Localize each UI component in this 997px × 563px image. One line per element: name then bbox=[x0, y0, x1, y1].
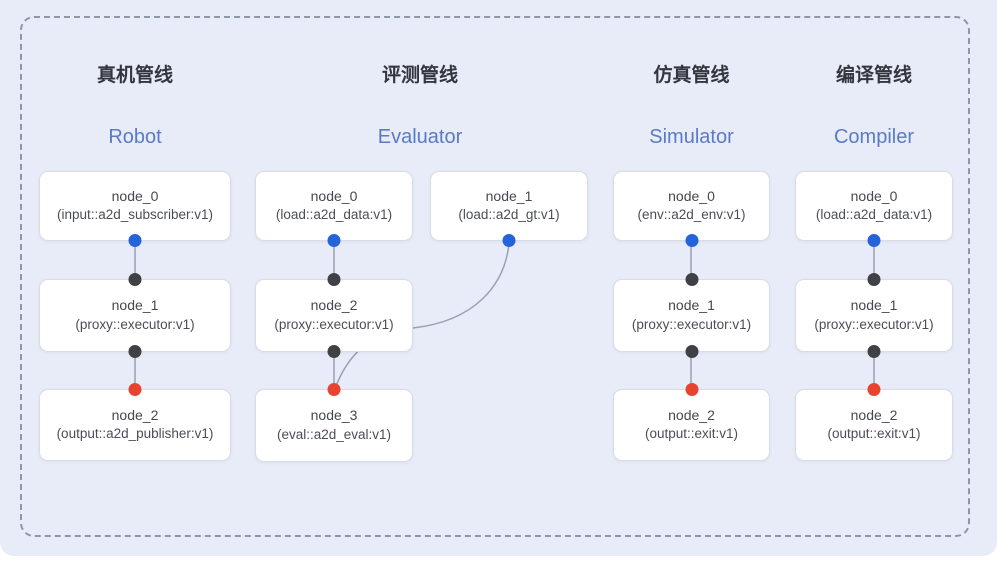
input-port-dot-red bbox=[867, 383, 881, 396]
output-port-dot-dark bbox=[128, 345, 142, 358]
node-title: node_2 bbox=[111, 406, 159, 423]
pipeline-title-en-evaluator: Evaluator bbox=[377, 126, 463, 148]
edge-evaluator-n1-n3-curve bbox=[335, 242, 510, 387]
input-port-dot-red bbox=[685, 383, 698, 396]
node-type: (proxy::executor:v1) bbox=[75, 316, 195, 332]
node-simulator-0: node_0 (env::a2d_env:v1) bbox=[613, 171, 770, 247]
pipeline-title-zh-evaluator: 评测管线 bbox=[381, 65, 458, 86]
input-port-dot-red bbox=[128, 383, 142, 396]
node-type: (input::a2d_subscriber:v1) bbox=[56, 207, 214, 223]
node-compiler-1: node_1 (proxy::executor:v1) bbox=[795, 273, 953, 358]
node-evaluator-2: node_2 (proxy::executor:v1) bbox=[255, 273, 413, 358]
node-evaluator-0: node_0 (load::a2d_data:v1) bbox=[255, 171, 413, 247]
node-type: (output::exit:v1) bbox=[827, 426, 921, 442]
node-robot-1: node_1 (proxy::executor:v1) bbox=[39, 273, 231, 358]
output-port-dot-dark bbox=[867, 345, 881, 358]
node-title: node_1 bbox=[111, 297, 159, 314]
input-port-dot-dark bbox=[867, 273, 881, 286]
node-title: node_0 bbox=[111, 187, 159, 204]
node-type: (load::a2d_gt:v1) bbox=[458, 207, 560, 223]
pipeline-title-zh-simulator: 仿真管线 bbox=[653, 65, 730, 86]
node-type: (output::a2d_publisher:v1) bbox=[56, 426, 214, 442]
node-title: node_1 bbox=[850, 297, 898, 314]
node-compiler-0: node_0 (load::a2d_data:v1) bbox=[795, 171, 953, 247]
pipeline-title-en-robot: Robot bbox=[108, 126, 162, 148]
node-type: (proxy::executor:v1) bbox=[274, 316, 394, 332]
node-type: (proxy::executor:v1) bbox=[814, 316, 934, 332]
output-port-dot-blue bbox=[867, 234, 881, 247]
pipeline-title-en-simulator: Simulator bbox=[649, 126, 734, 148]
node-type: (load::a2d_data:v1) bbox=[815, 207, 933, 223]
node-robot-2: node_2 (output::a2d_publisher:v1) bbox=[39, 383, 231, 461]
node-title: node_1 bbox=[668, 297, 715, 314]
input-port-dot-dark bbox=[685, 273, 698, 286]
pipeline-title-en-compiler: Compiler bbox=[833, 126, 915, 148]
node-title: node_1 bbox=[485, 187, 533, 204]
node-type: (env::a2d_env:v1) bbox=[637, 207, 746, 223]
node-simulator-1: node_1 (proxy::executor:v1) bbox=[613, 273, 770, 358]
node-title: node_2 bbox=[310, 297, 358, 314]
node-title: node_3 bbox=[310, 407, 358, 424]
node-title: node_0 bbox=[668, 187, 715, 204]
node-type: (load::a2d_data:v1) bbox=[275, 207, 393, 223]
pipeline-title-zh-compiler: 编译管线 bbox=[835, 65, 912, 86]
node-simulator-2: node_2 (output::exit:v1) bbox=[613, 383, 770, 461]
node-compiler-2: node_2 (output::exit:v1) bbox=[795, 383, 953, 461]
node-type: (eval::a2d_eval:v1) bbox=[276, 426, 392, 442]
dashed-border-frame bbox=[20, 16, 970, 537]
node-robot-0: node_0 (input::a2d_subscriber:v1) bbox=[39, 171, 231, 247]
output-port-dot-blue bbox=[128, 234, 142, 247]
node-type: (output::exit:v1) bbox=[644, 426, 739, 442]
node-title: node_2 bbox=[850, 406, 898, 423]
output-port-dot-blue bbox=[685, 234, 698, 247]
output-port-dot-dark bbox=[685, 345, 698, 358]
node-evaluator-3: node_3 (eval::a2d_eval:v1) bbox=[255, 383, 413, 462]
output-port-dot-blue bbox=[327, 234, 341, 247]
input-port-dot-red bbox=[327, 383, 341, 396]
pipeline-title-zh-robot: 真机管线 bbox=[96, 65, 173, 86]
node-title: node_2 bbox=[668, 406, 715, 423]
input-port-dot-dark bbox=[128, 273, 142, 286]
output-port-dot-dark bbox=[327, 345, 341, 358]
node-type: (proxy::executor:v1) bbox=[631, 316, 752, 332]
output-port-dot-blue bbox=[502, 234, 516, 247]
node-title: node_0 bbox=[850, 187, 898, 204]
node-title: node_0 bbox=[310, 187, 358, 204]
input-port-dot-dark bbox=[327, 273, 341, 286]
node-evaluator-1: node_1 (load::a2d_gt:v1) bbox=[430, 171, 588, 247]
